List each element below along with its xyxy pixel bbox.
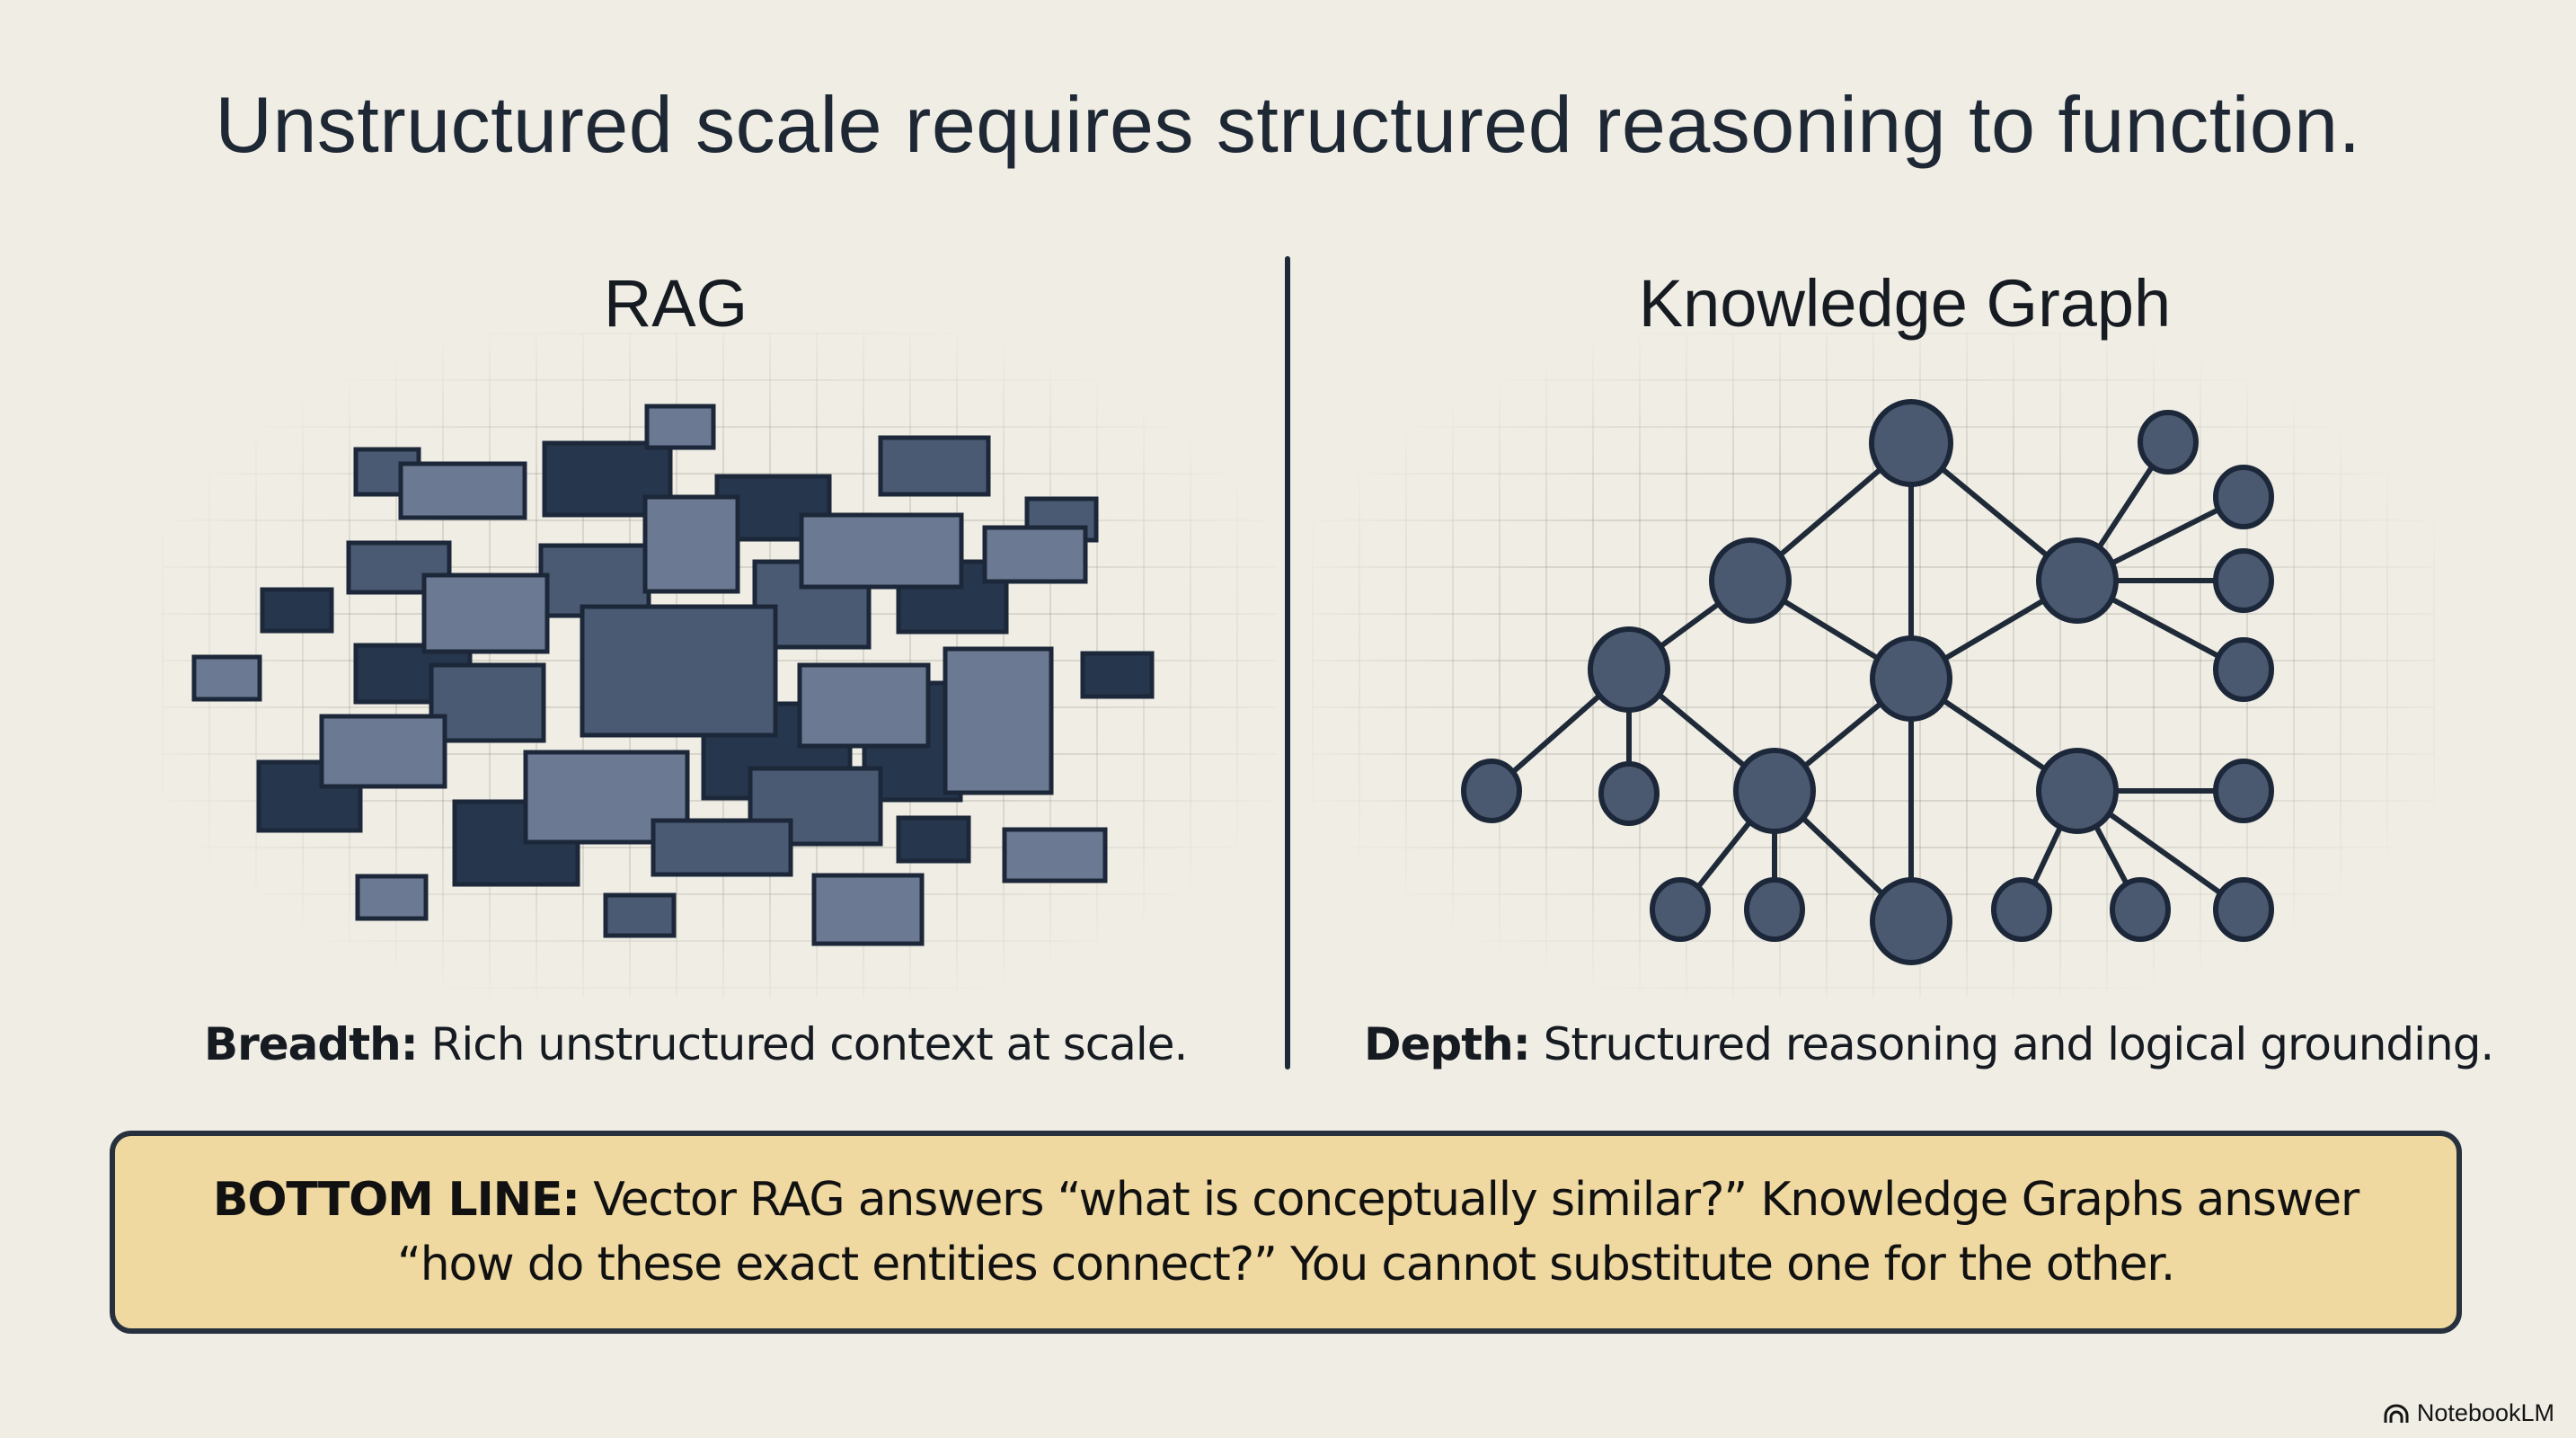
kg-caption: Depth: Structured reasoning and logical … <box>1364 1018 2495 1070</box>
graph-node <box>1870 877 1952 965</box>
graph-node <box>1588 626 1670 713</box>
bottom-line-callout: BOTTOM LINE: Vector RAG answers “what is… <box>110 1131 2462 1334</box>
rag-caption-text: Rich unstructured context at scale. <box>417 1018 1189 1070</box>
graph-node <box>2213 637 2274 702</box>
rag-heading: RAG <box>603 266 748 341</box>
knowledge-graph-heading: Knowledge Graph <box>1638 266 2172 341</box>
graph-node <box>2213 759 2274 823</box>
graph-node <box>1461 759 1522 823</box>
notebooklm-branding: NotebookLM <box>2383 1399 2554 1427</box>
kg-caption-label: Depth: <box>1364 1018 1531 1070</box>
graph-node <box>2213 465 2274 529</box>
notebooklm-logo-icon <box>2384 1404 2409 1423</box>
rag-caption-label: Breadth: <box>204 1018 419 1070</box>
slide-title: Unstructured scale requires structured r… <box>215 80 2361 169</box>
panel-divider <box>1285 256 1290 1070</box>
rag-caption: Breadth: Rich unstructured context at sc… <box>204 1018 1189 1070</box>
bottom-line-line2: “how do these exact entities connect?” Y… <box>396 1238 2175 1292</box>
graph-node <box>1650 877 1711 942</box>
graph-node <box>1870 635 1952 722</box>
graph-node <box>1733 748 1816 834</box>
bottom-line-text: BOTTOM LINE: Vector RAG answers “what is… <box>163 1167 2409 1297</box>
graph-node <box>1598 761 1660 826</box>
graph-node <box>1744 877 1805 942</box>
kg-caption-text: Structured reasoning and logical groundi… <box>1529 1018 2495 1070</box>
graph-node <box>1709 537 1792 624</box>
graph-node <box>2138 410 2199 475</box>
graph-node <box>2213 548 2274 613</box>
graph-node <box>2110 877 2171 942</box>
graph-node <box>1991 877 2052 942</box>
notebooklm-label: NotebookLM <box>2416 1399 2554 1426</box>
bottom-line-label: BOTTOM LINE: <box>212 1173 580 1227</box>
graph-node <box>2036 537 2119 624</box>
graph-node <box>2213 877 2274 942</box>
graph-node <box>1869 399 1953 487</box>
graph-node <box>2036 748 2119 834</box>
bottom-line-line1: Vector RAG answers “what is conceptually… <box>579 1173 2359 1227</box>
